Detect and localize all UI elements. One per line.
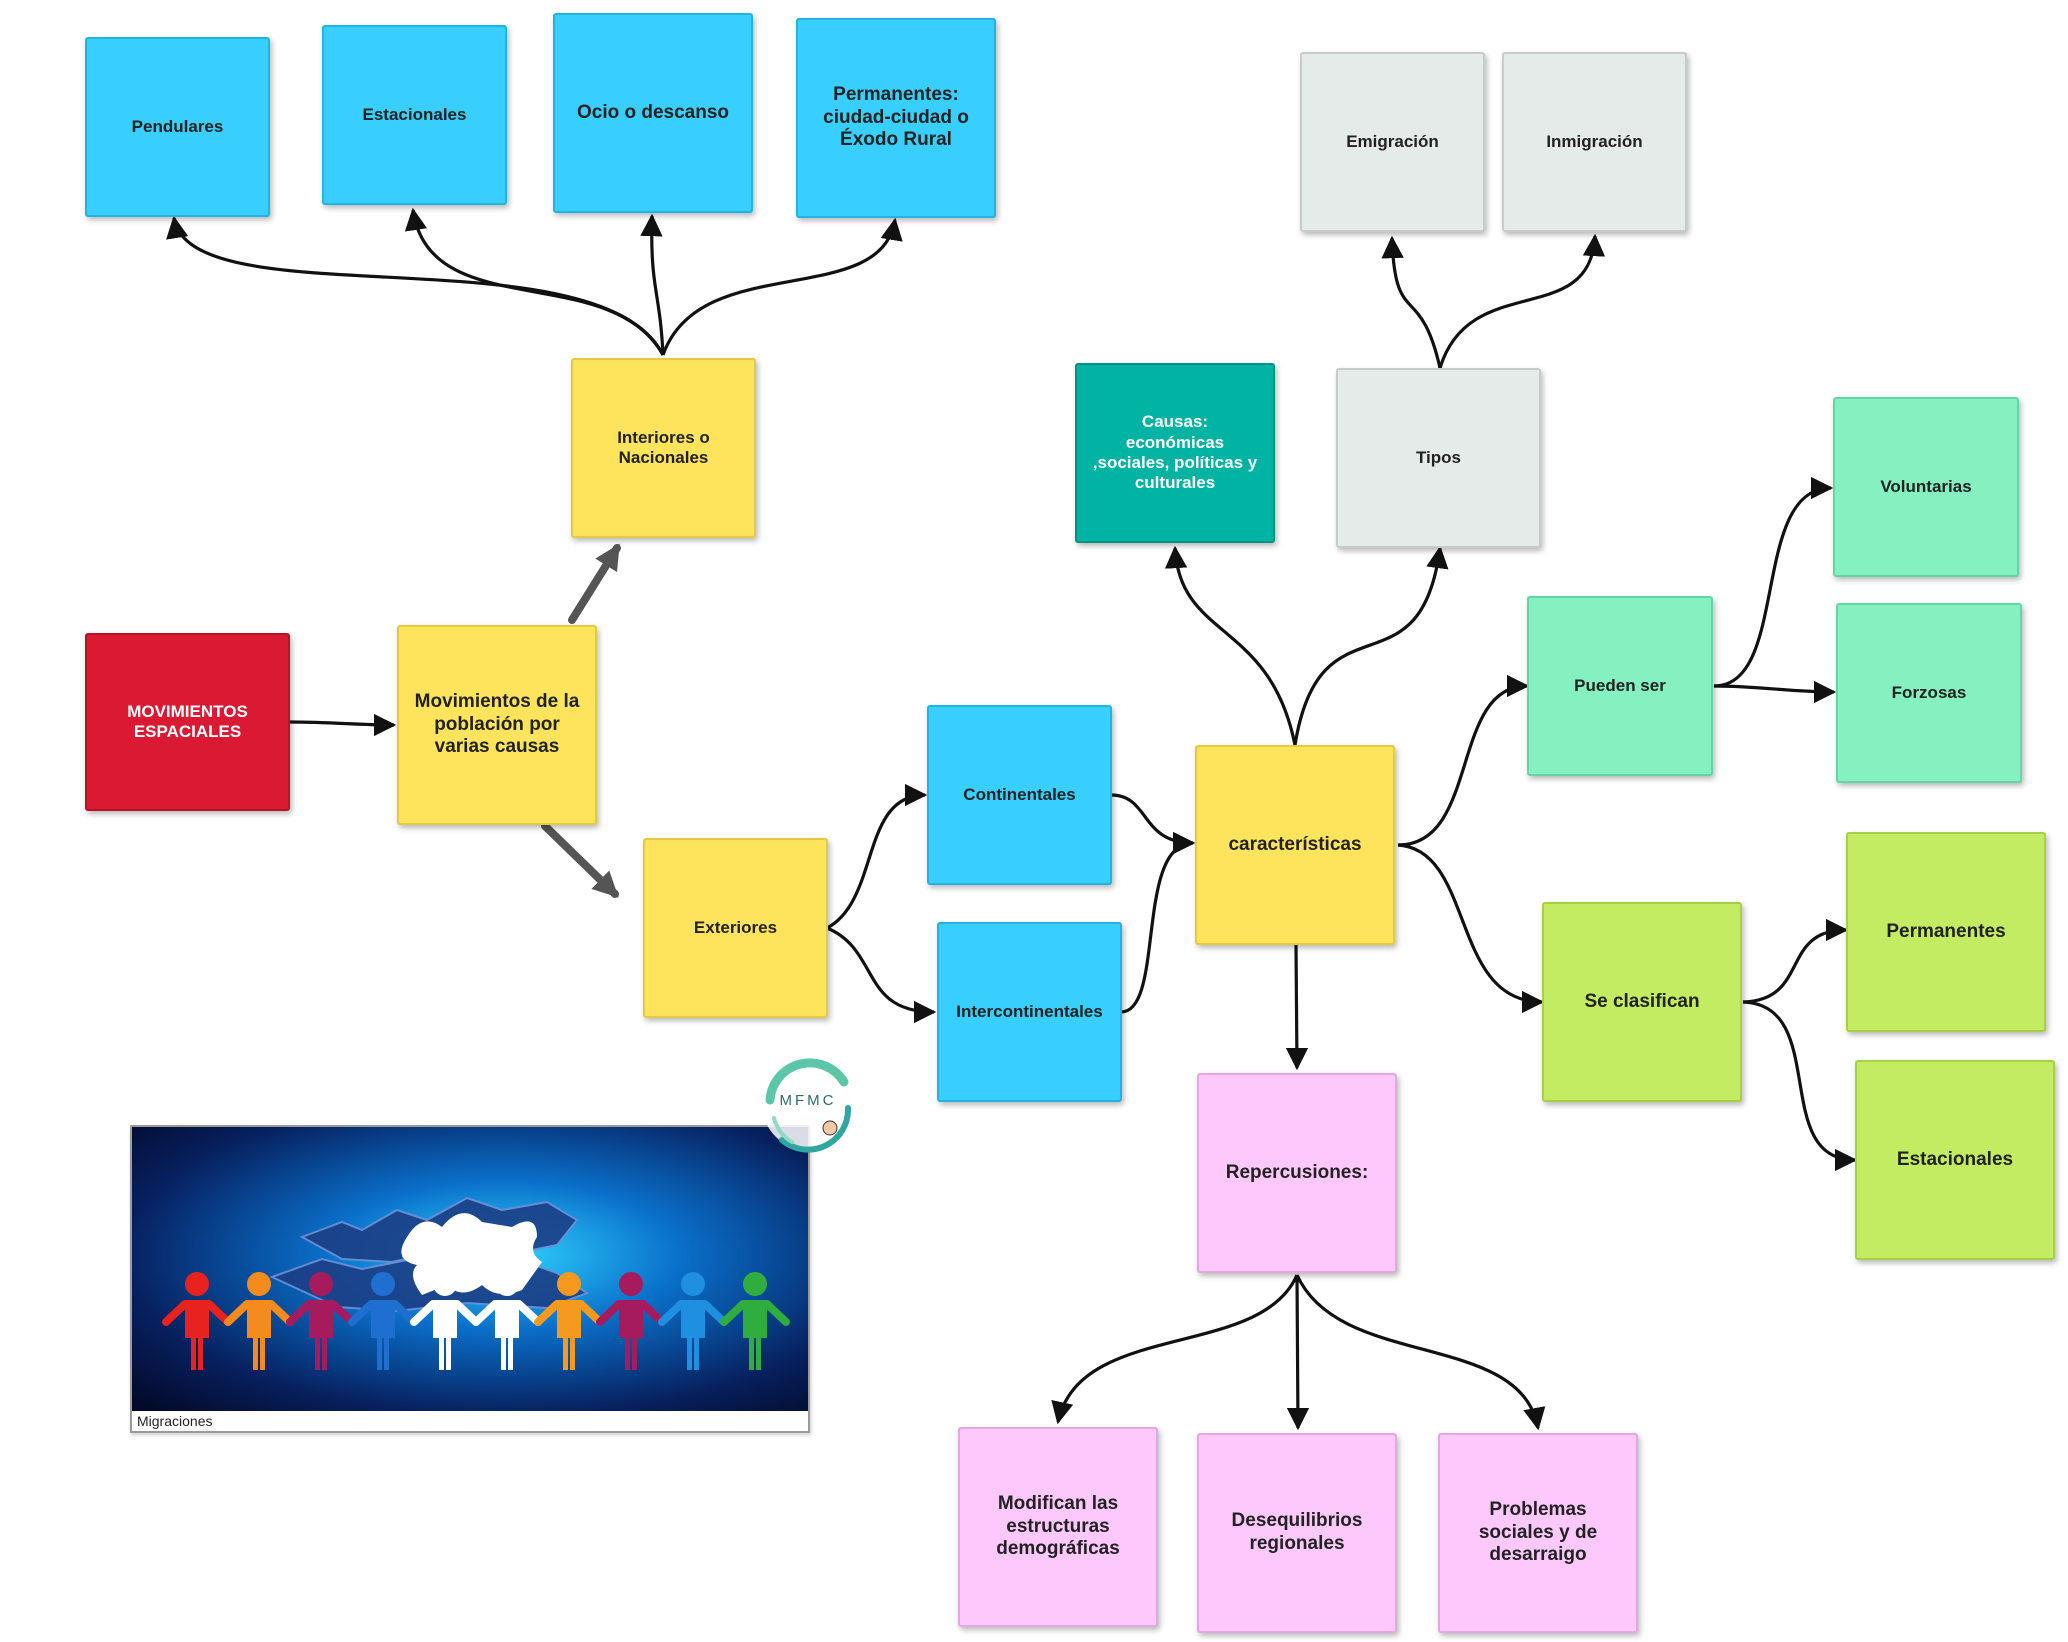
link-caracteristicas-repercusiones <box>1285 944 1309 1071</box>
link-espaciales-poblacion <box>289 713 397 737</box>
node-pendulares[interactable]: Pendulares <box>85 37 270 217</box>
person-figure <box>720 1272 790 1370</box>
link-poblacion-exteriores <box>541 822 619 898</box>
node-continentales[interactable]: Continentales <box>927 705 1112 885</box>
link-exteriores-intercontinentales <box>826 926 937 1024</box>
link-intercontinentales-caracteristicas <box>1120 831 1196 1014</box>
link-interiores-estacionales <box>404 207 665 356</box>
people-figures <box>162 1272 790 1370</box>
logo-text: MFMC <box>779 1092 837 1109</box>
node-caracteristicas[interactable]: características <box>1195 745 1395 945</box>
node-estacionales-interiores[interactable]: Estacionales <box>322 25 507 205</box>
link-interiores-ocio <box>640 213 665 356</box>
node-modifican-estructuras[interactable]: Modifican las estructuras demográficas <box>958 1427 1158 1627</box>
link-repercusiones-desequilibrios <box>1286 1274 1310 1431</box>
white-puzzle-piece <box>401 1213 542 1295</box>
mfmc-logo: MFMC <box>752 1048 864 1160</box>
migraciones-illustration <box>132 1127 808 1411</box>
node-voluntarias[interactable]: Voluntarias <box>1833 397 2019 577</box>
node-desequilibrios-regionales[interactable]: Desequilibrios regionales <box>1197 1433 1397 1633</box>
link-caracteristicas-tipos <box>1293 545 1449 746</box>
link-pueden-ser-forzosas <box>1713 680 1837 704</box>
link-poblacion-interiores <box>568 543 621 624</box>
node-estacionales-exteriores[interactable]: Estacionales <box>1855 1060 2055 1260</box>
link-repercusiones-modifican <box>1051 1274 1299 1425</box>
node-ocio-descanso[interactable]: Ocio o descanso <box>553 13 753 213</box>
link-exteriores-continentales <box>826 783 928 930</box>
link-repercusiones-problemas <box>1295 1274 1546 1431</box>
node-forzosas[interactable]: Forzosas <box>1836 603 2022 783</box>
link-se-clasifican-estacionales <box>1742 1000 1858 1172</box>
node-pueden-ser[interactable]: Pueden ser <box>1527 596 1713 776</box>
person-figure <box>410 1272 480 1370</box>
node-permanentes-exteriores[interactable]: Permanentes <box>1846 832 2046 1032</box>
node-se-clasifican[interactable]: Se clasifican <box>1542 902 1742 1102</box>
link-se-clasifican-permanentes <box>1742 918 1849 1004</box>
link-interiores-pendulares <box>166 215 665 356</box>
person-figure <box>224 1272 294 1370</box>
node-causas[interactable]: Causas: económicas ,sociales, políticas … <box>1075 363 1275 543</box>
link-interiores-permanentes <box>661 217 903 356</box>
person-figure <box>162 1272 232 1370</box>
link-caracteristicas-pueden-ser <box>1397 674 1530 847</box>
node-repercusiones[interactable]: Repercusiones: <box>1197 1073 1397 1273</box>
node-tipos[interactable]: Tipos <box>1336 368 1541 548</box>
node-movimientos-espaciales[interactable]: MOVIMIENTOS ESPACIALES <box>85 633 290 811</box>
node-movimientos-poblacion[interactable]: Movimientos de la población por varias c… <box>397 625 597 825</box>
node-problemas-sociales[interactable]: Problemas sociales y de desarraigo <box>1438 1433 1638 1633</box>
person-figure <box>286 1272 356 1370</box>
node-exteriores[interactable]: Exteriores <box>643 838 828 1018</box>
link-caracteristicas-se-clasifican <box>1397 843 1545 1014</box>
node-inmigracion[interactable]: Inmigración <box>1502 52 1687 232</box>
node-interiores[interactable]: Interiores o Nacionales <box>571 358 756 538</box>
migraciones-image-card[interactable]: Migraciones <box>130 1125 810 1433</box>
image-caption: Migraciones <box>137 1413 213 1429</box>
person-figure <box>534 1272 604 1370</box>
person-figure <box>596 1272 666 1370</box>
link-caracteristicas-causas <box>1164 545 1297 746</box>
node-intercontinentales[interactable]: Intercontinentales <box>937 922 1122 1102</box>
person-figure <box>658 1272 728 1370</box>
link-tipos-emigracion <box>1381 235 1442 369</box>
node-emigracion[interactable]: Emigración <box>1300 52 1485 232</box>
link-continentales-caracteristicas <box>1110 793 1196 855</box>
person-figure <box>348 1272 418 1370</box>
node-permanentes-interiores[interactable]: Permanentes: ciudad-ciudad o Éxodo Rural <box>796 18 996 218</box>
person-figure <box>472 1272 542 1370</box>
link-pueden-ser-voluntarias <box>1713 476 1834 688</box>
link-tipos-inmigracion <box>1438 233 1606 369</box>
